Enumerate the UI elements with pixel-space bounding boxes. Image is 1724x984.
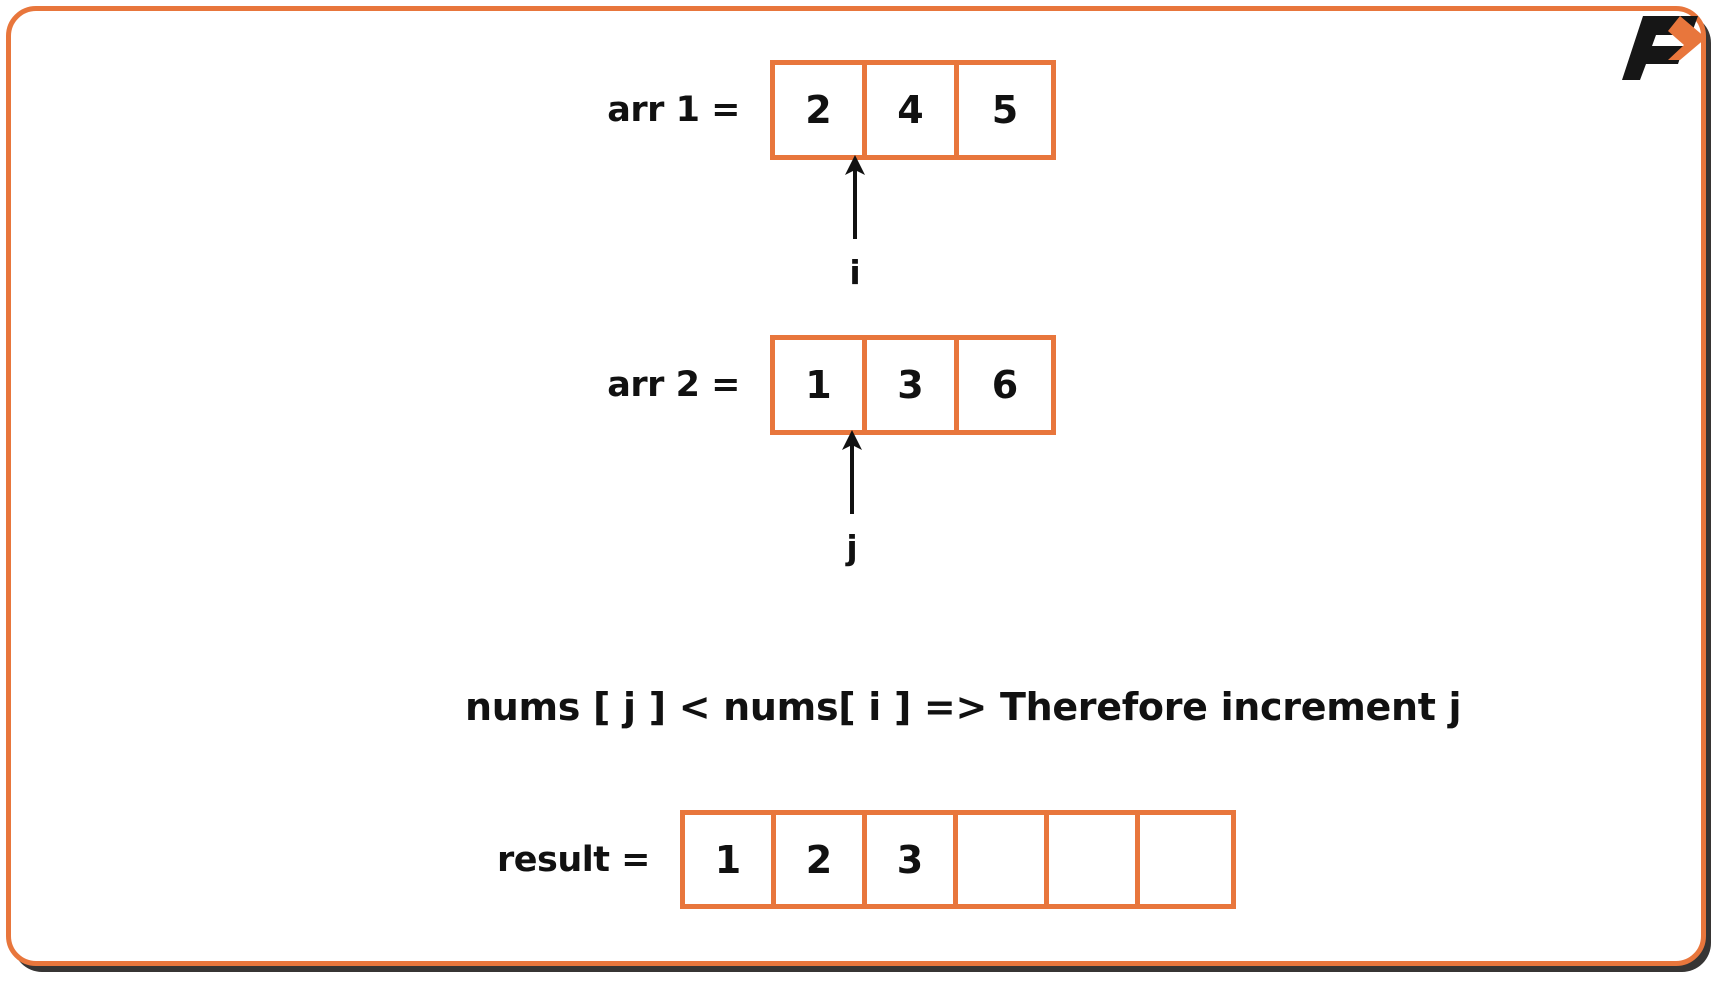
array-cell[interactable] bbox=[1049, 815, 1140, 904]
array-cell[interactable]: 4 bbox=[867, 65, 959, 155]
array-row-result: result = 1 2 3 bbox=[495, 810, 1236, 909]
pointer-i: i bbox=[835, 155, 875, 289]
array-cell[interactable]: 2 bbox=[776, 815, 867, 904]
array-label-arr2: arr 2 = bbox=[607, 365, 740, 405]
arrow-up-icon bbox=[842, 430, 862, 514]
array-cell[interactable]: 2 bbox=[775, 65, 867, 155]
array-cell[interactable]: 6 bbox=[959, 340, 1051, 430]
array-cell[interactable]: 1 bbox=[685, 815, 776, 904]
array-cell[interactable]: 1 bbox=[775, 340, 867, 430]
brand-logo-f-arrow bbox=[1588, 2, 1716, 88]
comparison-statement: nums [ j ] < nums[ i ] => Therefore incr… bbox=[465, 685, 1462, 729]
array-result: 1 2 3 bbox=[680, 810, 1236, 909]
array-arr1: 2 4 5 bbox=[770, 60, 1056, 160]
array-label-arr1: arr 1 = bbox=[607, 90, 740, 130]
pointer-label-i: i bbox=[849, 253, 861, 292]
array-cell[interactable] bbox=[958, 815, 1049, 904]
array-cell[interactable]: 3 bbox=[867, 340, 959, 430]
array-row-arr1: arr 1 = 2 4 5 bbox=[590, 60, 1056, 160]
array-row-arr2: arr 2 = 1 3 6 bbox=[590, 335, 1056, 435]
pointer-label-j: j bbox=[846, 528, 858, 567]
array-cell[interactable]: 5 bbox=[959, 65, 1051, 155]
array-label-result: result = bbox=[497, 839, 651, 880]
array-cell[interactable]: 3 bbox=[867, 815, 958, 904]
array-arr2: 1 3 6 bbox=[770, 335, 1056, 435]
arrow-up-icon bbox=[845, 155, 865, 239]
pointer-j: j bbox=[832, 430, 872, 564]
array-cell[interactable] bbox=[1140, 815, 1231, 904]
